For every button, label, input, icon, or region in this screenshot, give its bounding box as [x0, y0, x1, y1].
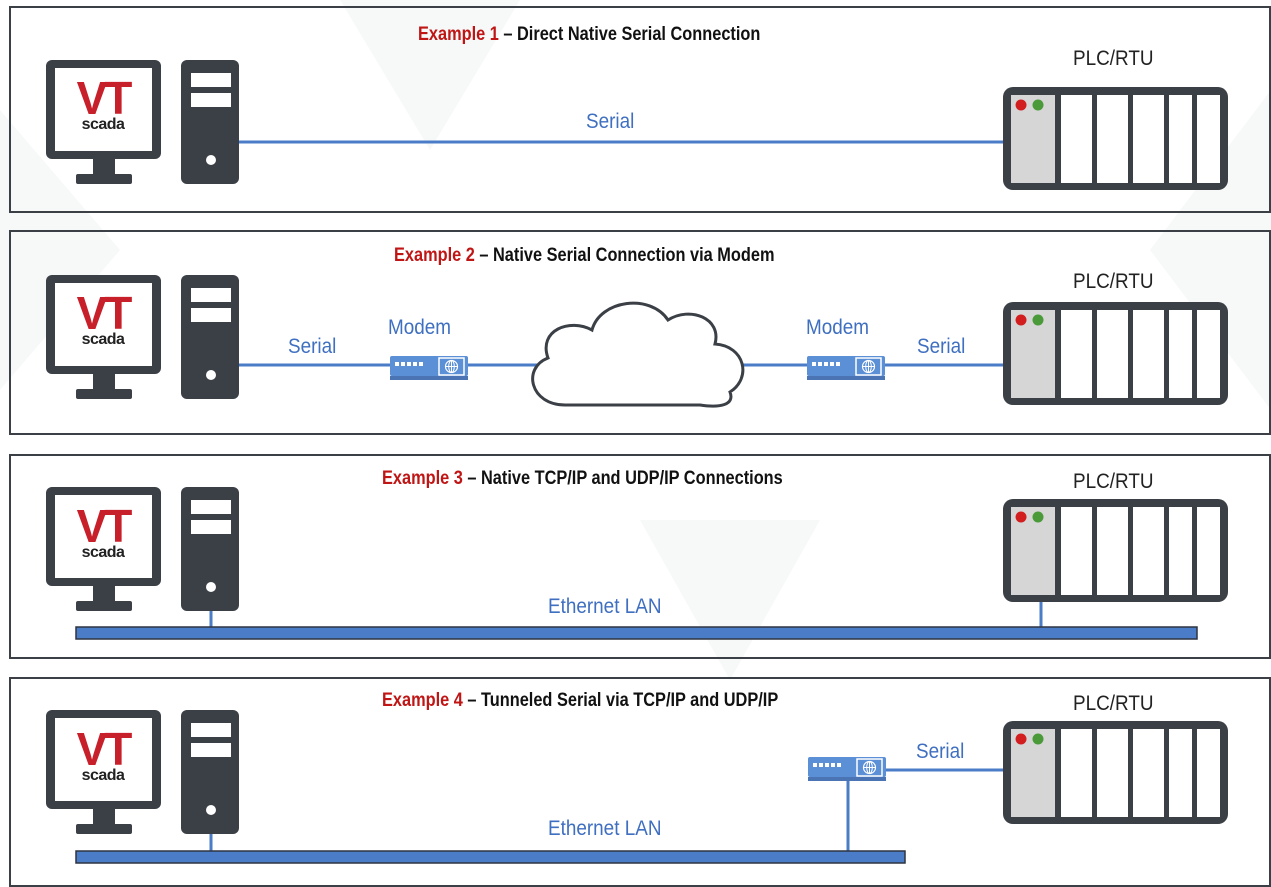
modem-label-left: Modem: [388, 316, 452, 339]
background-watermark: [0, 0, 1271, 680]
example-4-title: Example 4 – Tunneled Serial via TCP/IP a…: [382, 690, 779, 711]
example-1-diagram: [46, 60, 1228, 190]
modem-label-right: Modem: [806, 316, 870, 339]
example-4-diagram: [46, 710, 1228, 864]
serial-label-right: Serial: [917, 335, 966, 358]
plc-label: PLC/RTU: [1073, 47, 1154, 70]
serial-label: Serial: [916, 740, 965, 763]
serial-label: Serial: [586, 110, 635, 133]
cloud-icon: [531, 301, 745, 408]
example-2-diagram: [46, 275, 1228, 408]
plc-label: PLC/RTU: [1073, 470, 1154, 493]
example-3-panel: [9, 454, 1271, 659]
ethernet-lan-label: Ethernet LAN: [548, 817, 662, 840]
example-3-diagram: [46, 487, 1228, 640]
ethernet-lan-bus: [75, 626, 1198, 640]
example-1-panel: [9, 6, 1271, 213]
ethernet-lan-bus: [75, 850, 906, 864]
example-2-title: Example 2 – Native Serial Connection via…: [394, 245, 775, 266]
serial-label-left: Serial: [288, 335, 337, 358]
plc-label: PLC/RTU: [1073, 692, 1154, 715]
plc-label: PLC/RTU: [1073, 270, 1154, 293]
example-1-title: Example 1 – Direct Native Serial Connect…: [418, 24, 761, 45]
example-2-panel: [9, 230, 1271, 435]
ethernet-lan-label: Ethernet LAN: [548, 595, 662, 618]
example-3-title: Example 3 – Native TCP/IP and UDP/IP Con…: [382, 468, 783, 489]
